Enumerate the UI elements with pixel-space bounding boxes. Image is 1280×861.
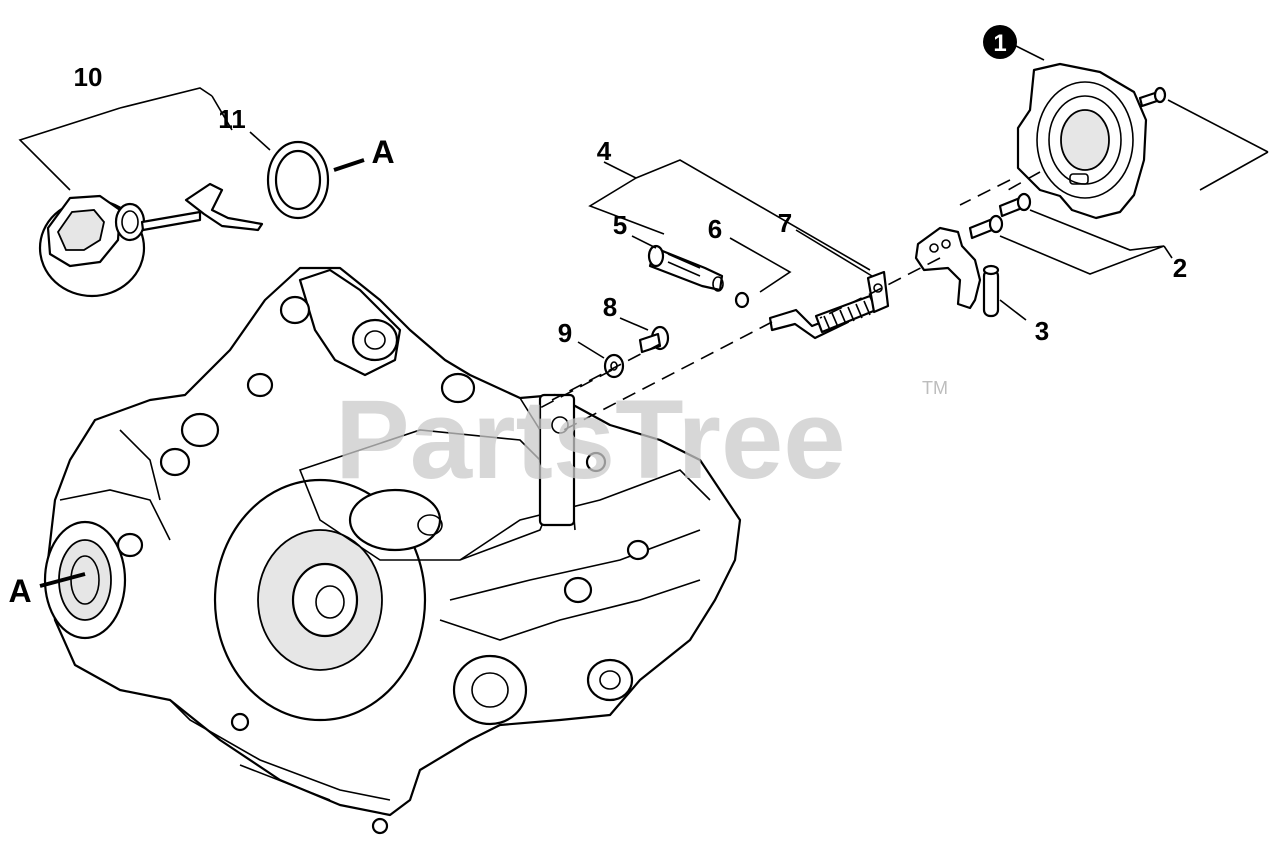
callout-11: 11 xyxy=(218,104,246,134)
reference-a-left: A xyxy=(8,573,31,609)
callout-5: 5 xyxy=(613,210,627,240)
callout-6: 6 xyxy=(708,214,722,244)
mounting-screws xyxy=(968,192,1032,240)
watermark: PartsTree TM xyxy=(335,377,948,502)
watermark-text: PartsTree xyxy=(335,377,846,502)
callout-1-badge xyxy=(983,25,1017,59)
callout-2: 2 xyxy=(1173,253,1187,283)
callout-3: 3 xyxy=(1035,316,1049,346)
leader-lines xyxy=(18,45,1269,588)
crankcase xyxy=(43,266,742,835)
watermark-trademark: TM xyxy=(922,378,948,398)
oil-pipe xyxy=(768,270,890,340)
cover-plate xyxy=(1016,62,1167,220)
callout-10: 10 xyxy=(74,62,103,92)
oil-cap-assembly xyxy=(38,182,264,298)
callout-1: 1 xyxy=(993,30,1006,57)
washer xyxy=(603,353,625,379)
adjuster-lever xyxy=(914,226,1000,318)
callout-9: 9 xyxy=(558,318,572,348)
assembly-guides xyxy=(539,171,1041,433)
reference-a-top: A xyxy=(371,134,394,170)
callout-7: 7 xyxy=(778,208,792,238)
callouts: 1 2 3 4 5 6 7 8 9 10 11 A A xyxy=(8,25,1187,609)
pump-plunger xyxy=(647,244,724,292)
callout-8: 8 xyxy=(603,292,617,322)
callout-4: 4 xyxy=(597,136,612,166)
o-ring xyxy=(266,140,330,220)
small-o-ring xyxy=(734,291,750,309)
screw xyxy=(638,325,670,354)
